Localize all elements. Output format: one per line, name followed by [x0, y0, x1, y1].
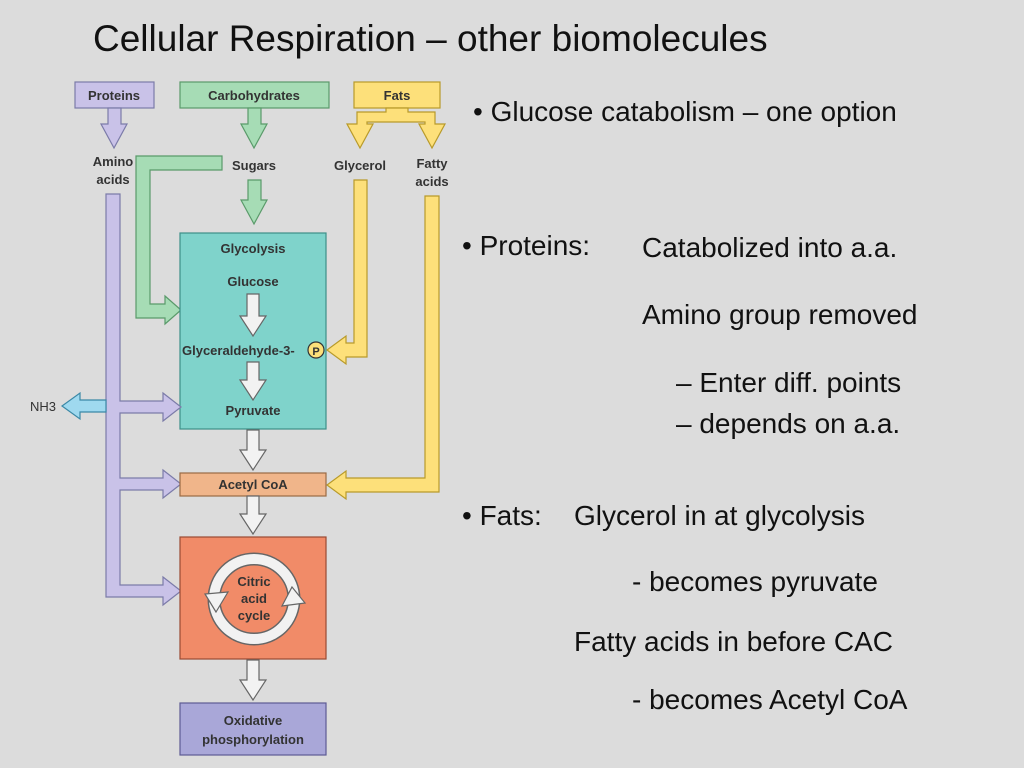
- fatty-acids-line2: acids: [415, 174, 448, 189]
- slide-title: Cellular Respiration – other biomolecule…: [93, 18, 768, 59]
- bullet-fats-label: • Fats:: [462, 500, 542, 531]
- g3p-label: Glyceraldehyde-3-: [182, 343, 295, 358]
- amino-acids-feed: [105, 193, 182, 607]
- fats-label: Fats: [384, 88, 411, 103]
- arrow-pyruvate-acetyl: [238, 429, 268, 472]
- phosphate-label: P: [312, 346, 319, 358]
- fats-point-3: Fatty acids in before CAC: [574, 626, 894, 657]
- fats-point-4: - becomes Acetyl CoA: [632, 684, 908, 715]
- arrow-g3p-pyruvate: [238, 361, 268, 402]
- fatty-acids-feed: [325, 195, 440, 501]
- cac-line3: cycle: [238, 608, 271, 623]
- cac-line1: Citric: [237, 574, 270, 589]
- phosphate-circle: [307, 341, 325, 359]
- cycle-arrowhead-right: [280, 585, 307, 607]
- proteins-box: [74, 81, 155, 109]
- fats-point-1: Glycerol in at glycolysis: [574, 500, 865, 531]
- fatty-acids-line1: Fatty: [416, 156, 448, 171]
- proteins-point-3: – Enter diff. points: [676, 367, 902, 398]
- oxphos-line2: phosphorylation: [202, 732, 304, 747]
- arrow-sugars-glycolysis: [239, 179, 269, 226]
- amino-acids-line1: Amino: [93, 154, 134, 169]
- proteins-point-2: Amino group removed: [642, 299, 918, 330]
- glycerol-label: Glycerol: [334, 158, 386, 173]
- carbohydrates-box: [179, 81, 330, 109]
- carb-side-feed: [135, 155, 223, 326]
- amino-acids-line2: acids: [96, 172, 129, 187]
- proteins-point-1: Catabolized into a.a.: [642, 232, 898, 263]
- fats-box: [353, 81, 441, 109]
- arrow-cac-oxphos: [238, 659, 268, 702]
- nh3-arrow: [60, 391, 107, 421]
- bullet-proteins-label: • Proteins:: [462, 230, 591, 261]
- fats-fork: [345, 107, 447, 150]
- pyruvate-label: Pyruvate: [226, 403, 281, 418]
- fats-point-2: - becomes pyruvate: [632, 566, 878, 597]
- acetyl-coa-label: Acetyl CoA: [218, 477, 288, 492]
- oxphos-box: [179, 702, 327, 756]
- arrow-carbs-sugars: [239, 107, 269, 150]
- arrow-proteins-amino: [99, 107, 129, 150]
- proteins-label: Proteins: [88, 88, 140, 103]
- arrow-acetyl-cac: [238, 495, 268, 536]
- oxphos-line1: Oxidative: [224, 713, 283, 728]
- nh3-label: NH3: [30, 399, 56, 414]
- sugars-label: Sugars: [232, 158, 276, 173]
- glycerol-feed: [325, 179, 368, 366]
- proteins-point-4: – depends on a.a.: [676, 408, 901, 439]
- bullet-glucose: • Glucose catabolism – one option: [473, 96, 897, 127]
- glucose-label: Glucose: [227, 274, 278, 289]
- cycle-arrowhead-left: [203, 591, 230, 614]
- glycolysis-heading: Glycolysis: [220, 241, 285, 256]
- carbohydrates-label: Carbohydrates: [208, 88, 300, 103]
- cac-line2: acid: [241, 591, 267, 606]
- arrow-glucose-g3p: [238, 293, 268, 338]
